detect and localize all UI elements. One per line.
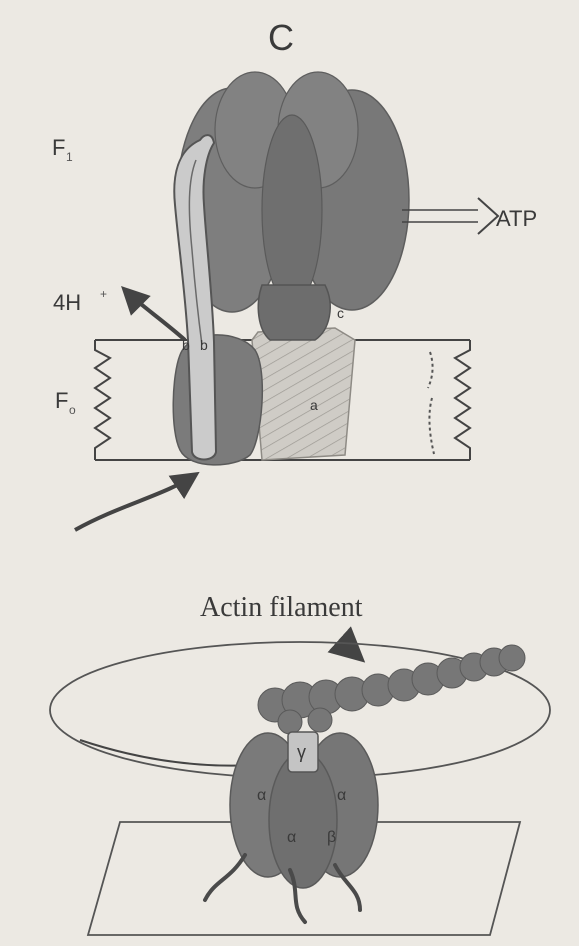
- fo-subscript: o: [69, 403, 76, 417]
- f1-head: [177, 72, 409, 312]
- label-alpha-center: α: [287, 829, 296, 846]
- actin-filament-label: Actin filament: [200, 592, 363, 623]
- central-stalk: [258, 285, 330, 340]
- label-beta: β: [327, 829, 336, 846]
- actin-filament: [258, 645, 525, 734]
- f1-subscript: 1: [66, 150, 73, 164]
- c-ring: [252, 328, 355, 460]
- subunit-a-blob: [173, 335, 262, 465]
- atp-arrow: [402, 198, 498, 234]
- label-a: a: [310, 397, 318, 413]
- proton-entry-arrow: [75, 475, 195, 530]
- protons-label: 4H: [53, 290, 81, 315]
- proton-exit-arrow: [125, 290, 185, 340]
- label-c: c: [337, 305, 344, 321]
- label-alpha-left: α: [257, 787, 266, 804]
- label-alpha-right: α: [337, 787, 346, 804]
- protons-superscript: +: [100, 287, 107, 301]
- label-gamma: γ: [297, 742, 306, 762]
- fo-label: F: [55, 388, 68, 413]
- panel-letter: C: [268, 17, 294, 58]
- f1-label: F: [52, 135, 65, 160]
- atp-label: ATP: [496, 206, 537, 231]
- label-b-right: b: [200, 337, 208, 353]
- label-b-left: b: [182, 337, 190, 353]
- f1-lobe-center: [262, 115, 322, 305]
